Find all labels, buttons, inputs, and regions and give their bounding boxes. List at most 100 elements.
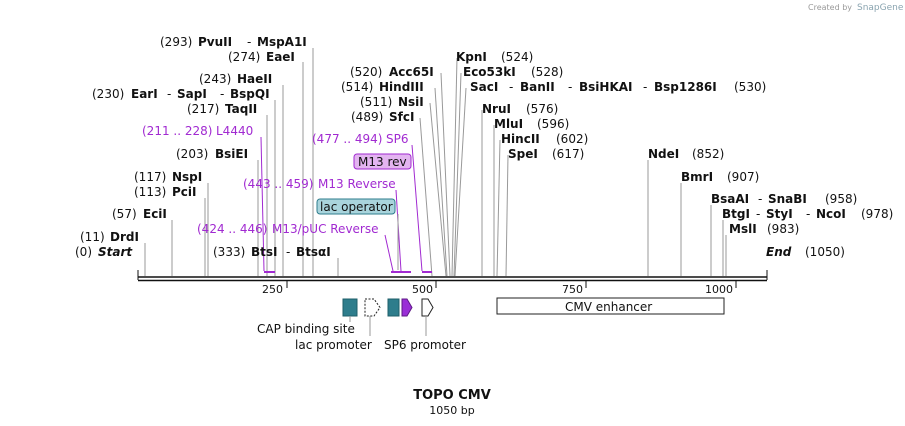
site-nsii: (511) NsiI bbox=[360, 95, 424, 109]
site-sfci: (489) SfcI bbox=[351, 110, 414, 124]
tick-label-750: 750 bbox=[562, 283, 583, 296]
svg-text:SP6: SP6 bbox=[386, 132, 409, 146]
primer-sp6: (477 .. 494) SP6 bbox=[312, 132, 409, 146]
svg-text:Acc65I: Acc65I bbox=[389, 65, 434, 79]
site-eari: (230) EarI - SapI - BspQI bbox=[92, 87, 270, 101]
svg-text:StyI: StyI bbox=[766, 207, 793, 221]
svg-text:(978): (978) bbox=[861, 207, 893, 221]
svg-text:(852): (852) bbox=[692, 147, 724, 161]
svg-text:MslI: MslI bbox=[729, 222, 757, 236]
svg-text:(274): (274) bbox=[228, 50, 260, 64]
site-btsi: (333) BtsI - BtsαI bbox=[213, 245, 331, 259]
svg-text:(1050): (1050) bbox=[805, 245, 845, 259]
svg-text:-: - bbox=[509, 80, 513, 94]
svg-text:MspA1I: MspA1I bbox=[257, 35, 307, 49]
m13-rev-arrow bbox=[401, 298, 413, 317]
site-acc65i: (520) Acc65I bbox=[350, 65, 434, 79]
svg-text:HindIII: HindIII bbox=[379, 80, 424, 94]
svg-text:KpnI: KpnI bbox=[456, 50, 487, 64]
svg-text:-: - bbox=[286, 245, 290, 259]
svg-text:(530): (530) bbox=[734, 80, 766, 94]
svg-text:SacI: SacI bbox=[470, 80, 498, 94]
svg-text:BtgI: BtgI bbox=[722, 207, 750, 221]
svg-text:-: - bbox=[247, 35, 251, 49]
svg-text:CMV enhancer: CMV enhancer bbox=[565, 300, 652, 314]
lac-operator-box-feature bbox=[387, 298, 400, 317]
svg-text:(424 .. 446): (424 .. 446) bbox=[197, 222, 267, 236]
svg-text:BtsαI: BtsαI bbox=[296, 245, 331, 259]
svg-text:NcoI: NcoI bbox=[816, 207, 846, 221]
dna-backbone bbox=[137, 270, 768, 282]
svg-text:BanII: BanII bbox=[520, 80, 555, 94]
svg-text:BsiHKAI: BsiHKAI bbox=[579, 80, 633, 94]
svg-text:TaqII: TaqII bbox=[225, 102, 257, 116]
svg-text:SapI: SapI bbox=[177, 87, 207, 101]
map-length: 1050 bp bbox=[429, 404, 474, 417]
svg-text:(217): (217) bbox=[187, 102, 219, 116]
credit-text: Created by bbox=[808, 3, 852, 12]
svg-text:SnaBI: SnaBI bbox=[768, 192, 807, 206]
svg-text:SpeI: SpeI bbox=[508, 147, 538, 161]
svg-text:(57): (57) bbox=[112, 207, 137, 221]
tick-label-250: 250 bbox=[262, 283, 283, 296]
tick-label-500: 500 bbox=[412, 283, 433, 296]
svg-text:(983): (983) bbox=[767, 222, 799, 236]
svg-text:Start: Start bbox=[98, 245, 133, 259]
site-ndei: NdeI (852) bbox=[648, 147, 724, 161]
svg-text:(596): (596) bbox=[537, 117, 569, 131]
site-haeii: (243) HaeII bbox=[199, 72, 272, 86]
site-eco53ki: Eco53kI (528) bbox=[463, 65, 563, 79]
svg-text:NdeI: NdeI bbox=[648, 147, 679, 161]
svg-text:(511): (511) bbox=[360, 95, 392, 109]
end-marker: End (1050) bbox=[766, 245, 845, 259]
sp6-promoter-arrow bbox=[421, 298, 434, 317]
svg-text:-: - bbox=[758, 192, 762, 206]
svg-text:(602): (602) bbox=[556, 132, 588, 146]
svg-text:Bsp1286I: Bsp1286I bbox=[654, 80, 717, 94]
svg-text:L4440: L4440 bbox=[216, 124, 253, 138]
svg-text:EarI: EarI bbox=[131, 87, 158, 101]
svg-text:SfcI: SfcI bbox=[389, 110, 414, 124]
svg-text:M13 rev: M13 rev bbox=[358, 155, 407, 169]
site-pvuii: (293) PvuII - MspA1I bbox=[160, 35, 307, 49]
primer-m13-puc-reverse: (424 .. 446) M13/pUC Reverse bbox=[197, 222, 379, 236]
site-hindiii: (514) HindIII bbox=[341, 80, 424, 94]
site-hincii: HincII (602) bbox=[501, 132, 588, 146]
primer-m13-reverse: (443 .. 459) M13 Reverse bbox=[243, 177, 396, 191]
site-taqii: (217) TaqII bbox=[187, 102, 257, 116]
svg-text:EaeI: EaeI bbox=[266, 50, 295, 64]
primer-l4440: (211 .. 228) L4440 bbox=[142, 124, 253, 138]
svg-text:(958): (958) bbox=[825, 192, 857, 206]
svg-text:lac operator: lac operator bbox=[320, 200, 393, 214]
svg-text:DrdI: DrdI bbox=[110, 230, 139, 244]
svg-text:(477 .. 494): (477 .. 494) bbox=[312, 132, 382, 146]
site-pcii: (113) PciI bbox=[134, 185, 197, 199]
site-spei: SpeI (617) bbox=[508, 147, 584, 161]
svg-text:EciI: EciI bbox=[143, 207, 167, 221]
site-bmri: BmrI (907) bbox=[681, 170, 759, 184]
site-bsiei: (203) BsiEI bbox=[176, 147, 248, 161]
site-eaei: (274) EaeI bbox=[228, 50, 295, 64]
cap-binding-site-box bbox=[342, 298, 358, 317]
svg-text:(520): (520) bbox=[350, 65, 382, 79]
svg-text:(443 .. 459): (443 .. 459) bbox=[243, 177, 313, 191]
svg-text:NspI: NspI bbox=[172, 170, 202, 184]
svg-text:(11): (11) bbox=[80, 230, 105, 244]
svg-text:End: End bbox=[766, 245, 792, 259]
svg-text:-: - bbox=[220, 87, 224, 101]
site-connectors bbox=[144, 48, 727, 277]
svg-text:(113): (113) bbox=[134, 185, 166, 199]
m13-rev-box: M13 rev bbox=[353, 153, 412, 170]
svg-text:PciI: PciI bbox=[172, 185, 197, 199]
svg-text:(203): (203) bbox=[176, 147, 208, 161]
svg-text:(524): (524) bbox=[501, 50, 533, 64]
site-ecii: (57) EciI bbox=[112, 207, 167, 221]
snapgene-logo: SnapGene bbox=[857, 3, 904, 13]
site-drdi: (11) DrdI bbox=[80, 230, 139, 244]
lac-promoter-label: lac promoter bbox=[295, 338, 372, 352]
svg-text:(0): (0) bbox=[75, 245, 92, 259]
svg-text:BsiEI: BsiEI bbox=[215, 147, 248, 161]
tick-label-1000: 1000 bbox=[705, 283, 733, 296]
svg-text:(230): (230) bbox=[92, 87, 124, 101]
